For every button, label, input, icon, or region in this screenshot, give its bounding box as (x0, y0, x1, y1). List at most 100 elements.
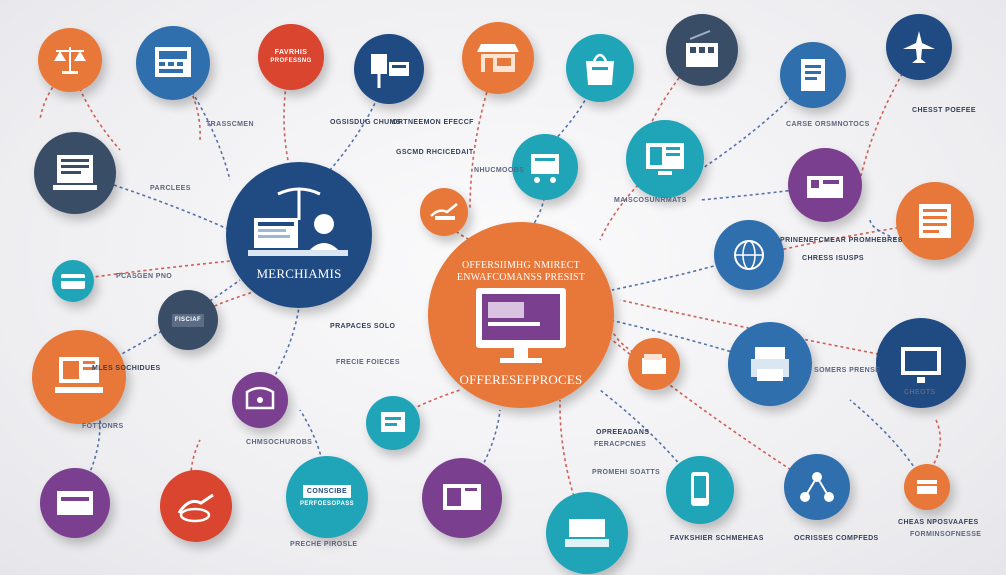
node-teal-bag (566, 34, 634, 102)
node-orange-hand (420, 188, 468, 236)
node-purple-reader (40, 468, 110, 538)
node-blue-document (780, 42, 846, 108)
slate-box-label: FISCIAF (171, 313, 205, 327)
scatter-label-20: NHUCMOOBS (474, 167, 525, 174)
payment-hand-icon (177, 493, 214, 523)
cart-icon (531, 154, 559, 183)
globe-icon (734, 240, 764, 270)
card-reader-icon (57, 491, 93, 515)
printer-icon (751, 347, 789, 381)
connector-line (699, 75, 813, 171)
scatter-label-16: OCRISSES COMPFEDS (794, 535, 879, 542)
connector-line (73, 419, 101, 503)
connector-line (69, 59, 121, 151)
offers-hub: OFFERSIIMHG NMIRECT ENWAFCOMANSS PRESIST… (428, 222, 614, 408)
red-node-label-1: FAVRHIS (274, 49, 308, 56)
right-list-bottom-label: CHEAS NPOSVAAFES (898, 519, 979, 526)
node-orange-scale (38, 28, 102, 92)
receipt-icon (381, 412, 405, 432)
node-slate-building (666, 14, 738, 86)
node-slate-laptop (34, 132, 116, 214)
node-blue-register (136, 26, 210, 100)
connector-line (71, 259, 241, 281)
teal-node-label-2: PERFOESOPASS (299, 501, 355, 507)
scatter-label-11: OPREEADANS (596, 429, 650, 436)
scatter-label-17: PRECHE PIROSLE (290, 541, 358, 548)
node-orange-shop (462, 22, 534, 94)
node-teal-card (52, 260, 94, 302)
shopping-bag-icon (586, 53, 614, 85)
node-teal-phone (666, 456, 734, 524)
node-purple-screen (422, 458, 502, 538)
scatter-label-3: TRASSCMEN (206, 121, 254, 128)
kiosk-icon (371, 54, 409, 88)
store-icon (807, 176, 843, 198)
scatter-label-14: MAISCOSUNRMATS (614, 197, 687, 204)
node-blue-printer (728, 322, 812, 406)
network-icon (800, 472, 834, 502)
scatter-label-0: OGSISDUG CHUMS (330, 119, 401, 126)
connector-line (559, 399, 587, 531)
merchants-hub: MERCHIAMIS (226, 162, 372, 308)
laptop-icon (53, 155, 97, 190)
node-teal-counter (546, 492, 628, 574)
scatter-label-8: PCASGEN PNO (116, 273, 173, 280)
box-icon (917, 480, 937, 494)
scatter-label-18: FRECIE FOIECES (336, 359, 400, 366)
scatter-label-13: CHRESS ISUSPS (802, 255, 864, 262)
scatter-label-24: FORMINSOFNESSE (910, 531, 982, 538)
merchant-desk-icon (248, 187, 348, 256)
node-blue-globe (714, 220, 784, 290)
display-icon (901, 347, 941, 383)
connector-line (869, 219, 901, 241)
scatter-label-1: ORTNEEMON EFECCF (392, 119, 474, 126)
node-teal-cart (512, 134, 578, 200)
wallet-icon (642, 354, 666, 374)
node-blue-network (784, 454, 850, 520)
connector-line (187, 289, 261, 321)
node-navy-kiosk (354, 34, 424, 104)
connector-line (699, 185, 825, 201)
node-teal-label: CONSCIBE PERFOESOPASS (286, 456, 368, 538)
scatter-label-9: FOTTONRS (82, 423, 124, 430)
red-node-label-2: PROFESSNG (270, 58, 312, 64)
scatter-label-10: PRINENEFCMEAR PROMHEBRES (780, 237, 903, 244)
price-tag-icon (245, 386, 275, 410)
hand-card-icon (430, 203, 458, 220)
node-slate-box: FISCIAF (158, 290, 218, 350)
cash-register-icon (155, 47, 191, 77)
screen-icon (443, 484, 481, 510)
scatter-label-12: FERACPCNES (594, 441, 647, 448)
node-teal-receipt (366, 396, 420, 450)
scatter-label-15: FAVKSHIER SCHMEHEAS (670, 535, 764, 542)
monitor-icon (476, 288, 566, 363)
node-orange-list (896, 182, 974, 260)
scatter-label-22: PROMEHI SOATTS (592, 469, 661, 476)
node-red-label: FAVRHIS PROFESSNG (258, 24, 324, 90)
airplane-icon (903, 31, 935, 63)
counter-icon (565, 519, 609, 547)
scatter-label-5: PARCLEES (150, 185, 191, 192)
scale-icon (54, 47, 86, 74)
checklist-icon (919, 204, 951, 238)
teal-node-label-1: CONSCIBE (302, 485, 352, 498)
node-purple-store (788, 148, 862, 222)
scatter-label-7: PRAPACES SOLO (330, 323, 396, 330)
offers-hub-title-1: OFFERSIIMHG NMIRECT (462, 260, 580, 271)
document-icon (801, 59, 825, 91)
scatter-label-4: MLES SOCHIDUES (92, 365, 161, 372)
scatter-label-2: GSCMD RHCICEDAIT (396, 149, 474, 156)
scatter-label-21: CARSE ORSMNOTOCS (786, 121, 870, 128)
node-navy-plane (886, 14, 952, 80)
connector-line (391, 389, 461, 423)
merchants-hub-label: MERCHIAMIS (256, 266, 342, 281)
terminal-icon (646, 143, 684, 175)
storefront-icon (477, 44, 519, 72)
connector-line (329, 69, 389, 171)
node-red-hand (160, 470, 232, 542)
scatter-label-19: SOMERS PRENSE (814, 367, 881, 374)
card-icon (61, 274, 85, 289)
offers-hub-label: OFFERESEFPROCES (459, 372, 583, 387)
connector-line (929, 419, 942, 471)
